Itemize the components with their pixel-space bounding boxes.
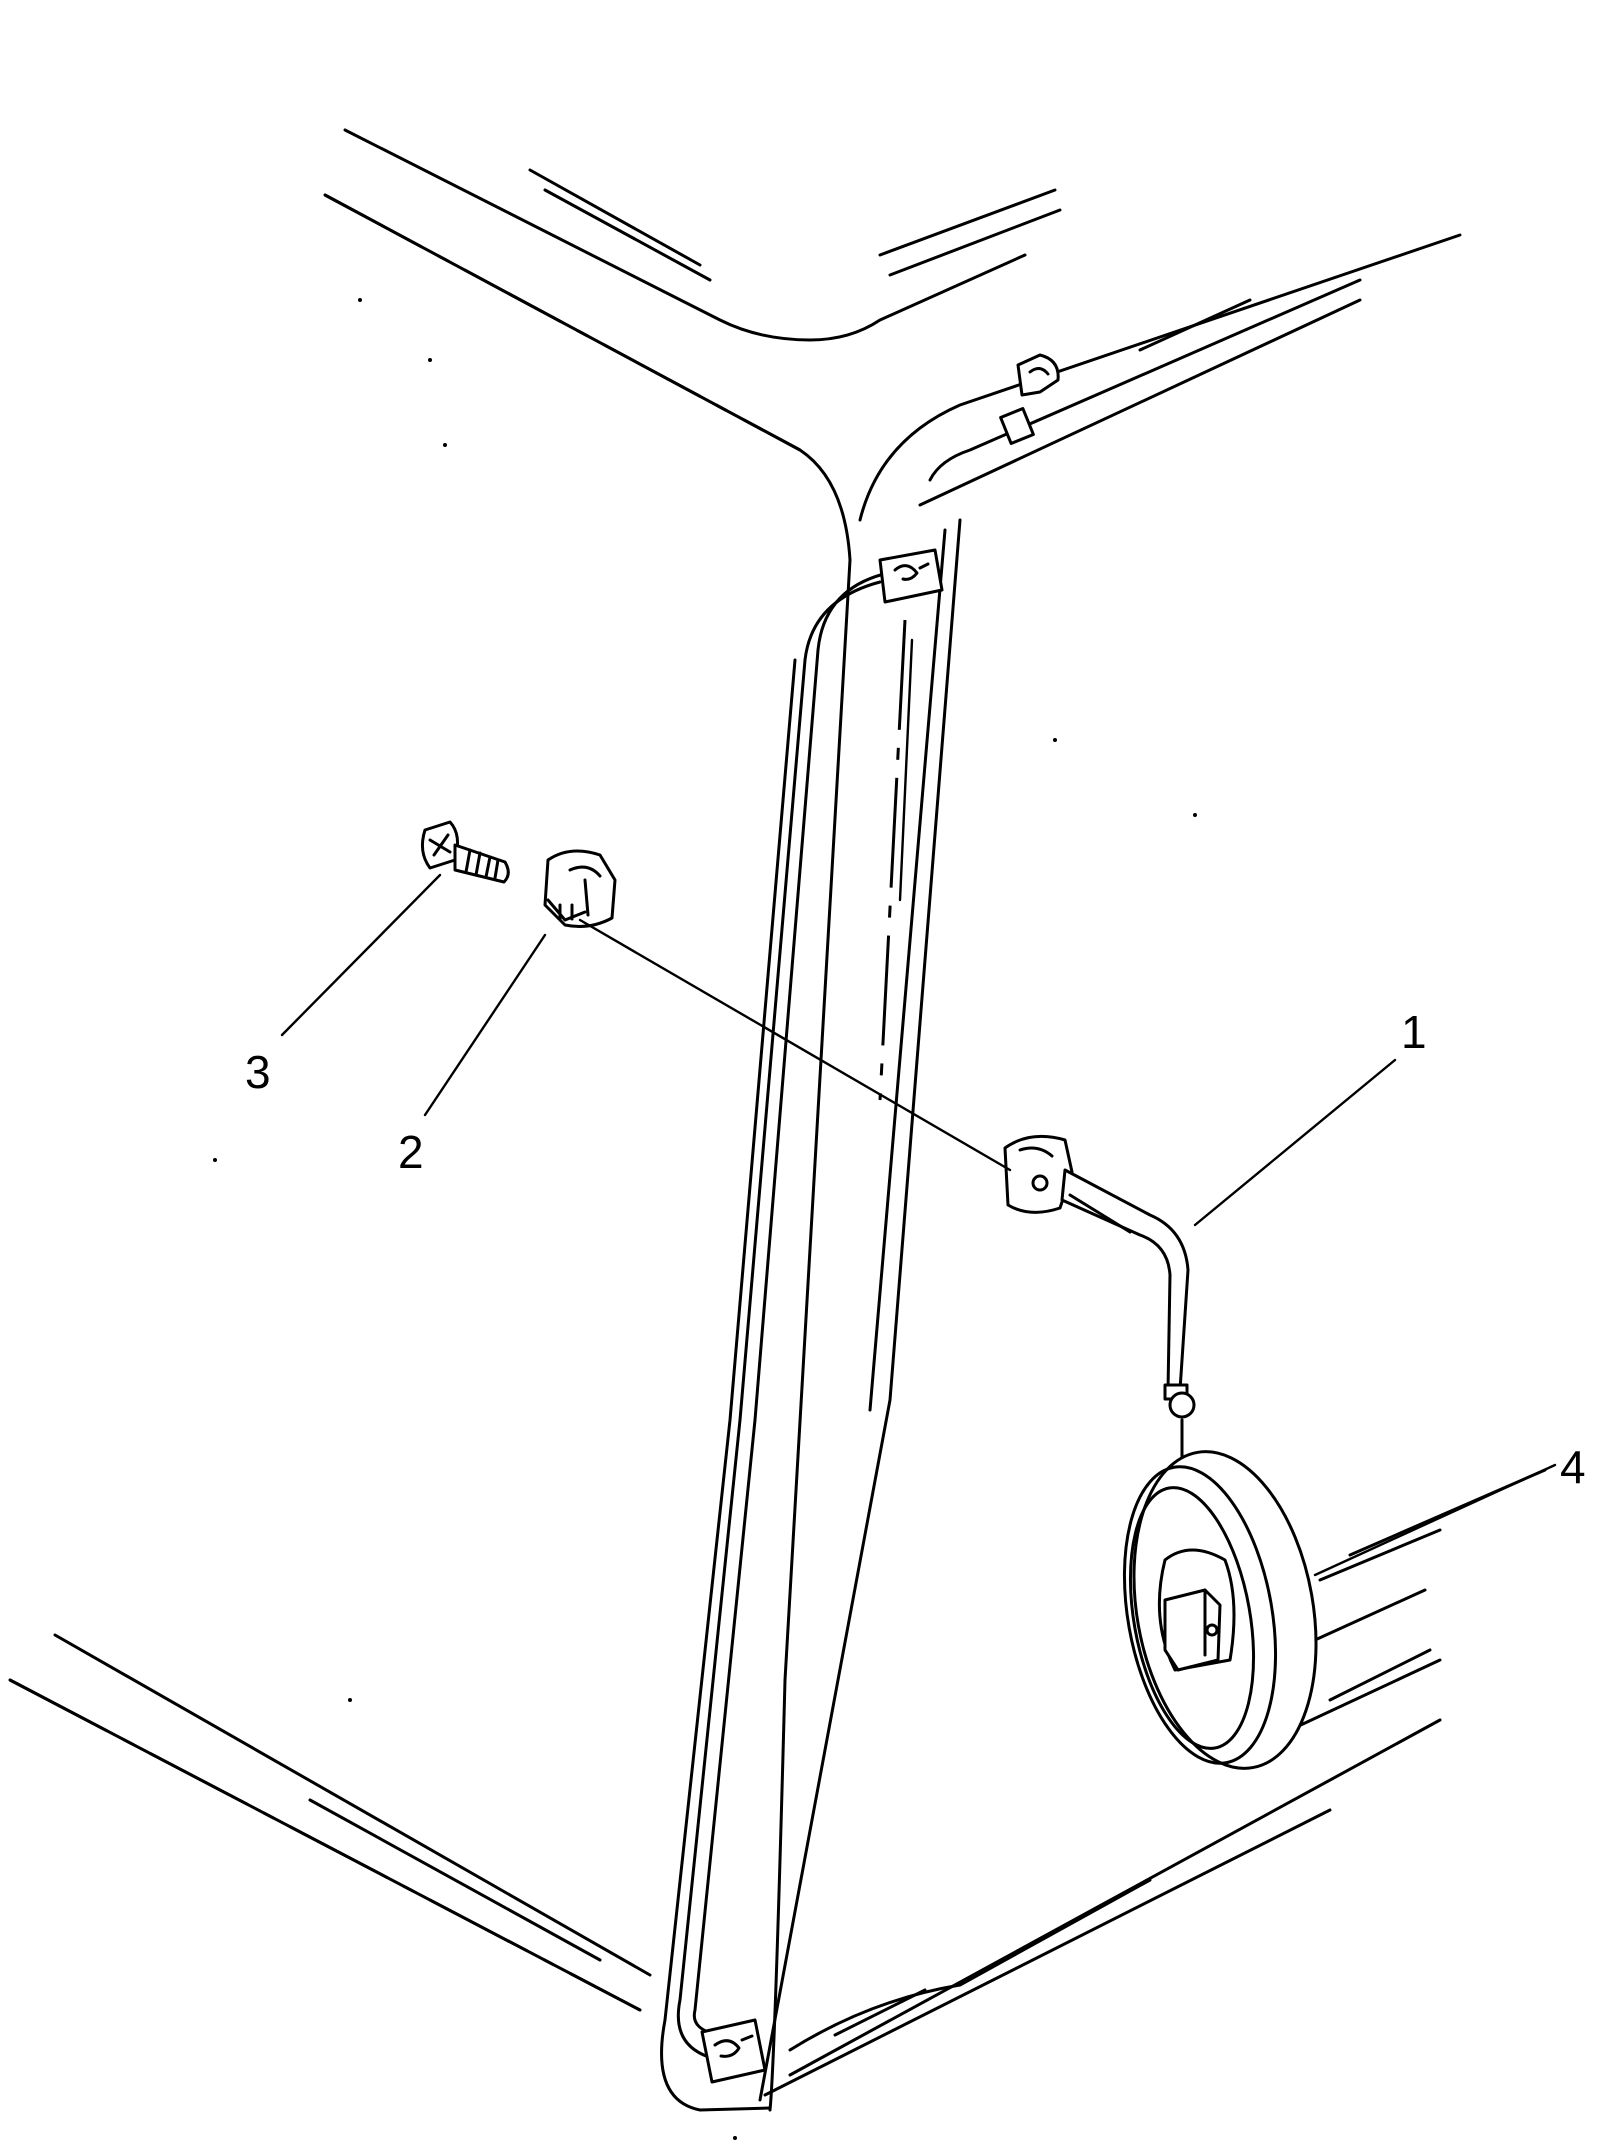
- handrail: [660, 548, 944, 2112]
- leader-2-to-1: [578, 918, 1012, 1172]
- leader-2: [423, 933, 547, 1117]
- leader-4: [1313, 1463, 1557, 1577]
- callout-1: 1: [1401, 1006, 1427, 1058]
- mirror-part-4: [1122, 1391, 1318, 1770]
- cab-pillar: [758, 518, 962, 2112]
- mirror-stay-part-1: [1003, 1134, 1190, 1401]
- callout-2: 2: [398, 1126, 424, 1178]
- leader-1: [1193, 1058, 1397, 1227]
- bolt-part-3: [420, 820, 510, 884]
- clamp-part-2: [543, 849, 617, 928]
- leader-lines: [280, 873, 1557, 1577]
- callout-4: 4: [1560, 1441, 1586, 1493]
- callout-3: 3: [245, 1046, 271, 1098]
- leader-3: [280, 873, 442, 1037]
- cab-roof-outline: [323, 128, 1462, 817]
